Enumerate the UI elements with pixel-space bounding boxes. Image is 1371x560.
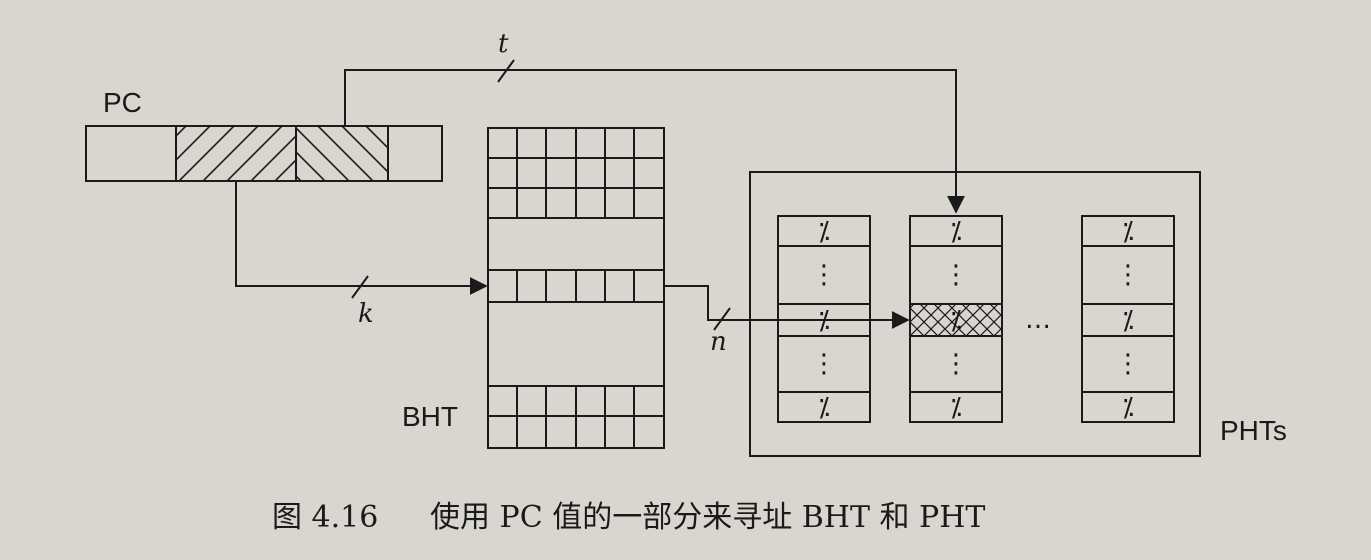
bht-table <box>487 127 665 449</box>
saturating-counter-icon: ⁒ <box>950 217 962 247</box>
pc-register: PC <box>85 87 443 182</box>
figure-number: 图 4.16 <box>272 500 378 535</box>
pht-table-3: ⁒ ⁒ ⁒ ⋮ ⋮ <box>1081 215 1175 423</box>
phts-label: PHTs <box>1220 415 1287 446</box>
vertical-ellipsis: ⋮ <box>811 349 837 379</box>
pc-bits-t-field <box>295 125 389 182</box>
wire-t-label: t <box>498 29 509 59</box>
vertical-ellipsis: ⋮ <box>811 260 837 290</box>
wire-k <box>235 181 488 299</box>
phts-container <box>749 171 1201 457</box>
saturating-counter-icon: ⁒ <box>950 306 962 336</box>
figure-caption: 使用 PC 值的一部分来寻址 BHT 和 PHT <box>430 500 985 535</box>
saturating-counter-icon: ⁒ <box>818 393 830 423</box>
pc-label: PC <box>103 87 142 118</box>
vertical-ellipsis: ⋮ <box>1115 349 1141 379</box>
phts-ellipsis: … <box>1025 305 1051 335</box>
pc-bits-k-field <box>175 125 297 182</box>
saturating-counter-icon: ⁒ <box>1122 217 1134 247</box>
saturating-counter-icon: ⁒ <box>950 393 962 423</box>
bht-label: BHT <box>402 401 458 432</box>
saturating-counter-icon: ⁒ <box>1122 306 1134 336</box>
wire-k-label: k <box>358 299 374 329</box>
wire-n-label: n <box>710 327 727 357</box>
wire-n <box>664 285 910 331</box>
saturating-counter-icon: ⁒ <box>818 217 830 247</box>
pht-table-2: ⁒ ⁒ ⁒ ⋮ ⋮ <box>909 215 1003 423</box>
vertical-ellipsis: ⋮ <box>943 349 969 379</box>
pht-selected-entry <box>909 303 1003 337</box>
saturating-counter-icon: ⁒ <box>1122 393 1134 423</box>
vertical-ellipsis: ⋮ <box>943 260 969 290</box>
wire-t <box>344 59 965 214</box>
vertical-ellipsis: ⋮ <box>1115 260 1141 290</box>
